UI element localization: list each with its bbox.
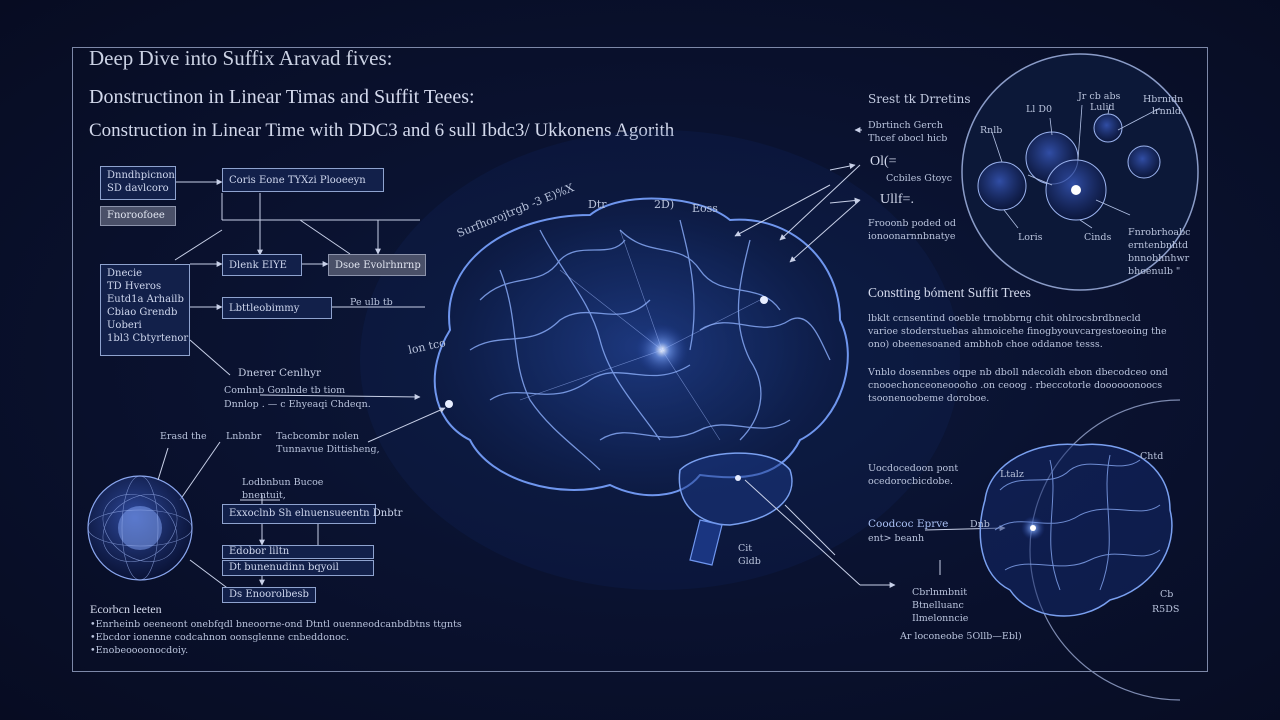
right-mid-p2-2: cnooechonceoneoooho .on ceoog . rbeccoto… (868, 380, 1163, 391)
left-sphere (87, 447, 193, 581)
flow-box-c-line-5: Uoberi (107, 320, 142, 331)
brain-label-eoss: Eoss (692, 202, 718, 215)
footer-item-3: Enobeoooonocdoiy. (90, 644, 188, 657)
right-low-l2-b: ent> beanh (868, 533, 925, 544)
circle-label-8: Cinds (1084, 232, 1112, 243)
footer-heading: Ecorbcn leeten (90, 602, 162, 616)
right-lower-brain (979, 399, 1181, 701)
flow-box-c-line-6: 1bl3 Cbtyrtenor (107, 333, 189, 344)
suffix-tree-circle (961, 53, 1199, 291)
flow-box-d: Dlenk EIYE (222, 254, 302, 276)
right-side-note-4: bhoenulb " (1128, 266, 1181, 277)
right-low-small-3: Chtd (1140, 451, 1164, 462)
right-mid-p1-2: varioe stoderstuebas ahmoicehe finogbyou… (868, 326, 1167, 337)
circle-label-6: Rnlb (980, 125, 1003, 136)
right-mid-p1-3: ono) obeenesoaned ambhob choe oddanoe te… (868, 339, 1103, 350)
flow-box-j: Ds Enoorolbesb (222, 587, 316, 603)
right-top-l4-b: ionoonarnnbnatye (868, 231, 956, 242)
brain-label-ctxt-2: Gldb (738, 556, 761, 567)
right-side-note-1: Fnrobrhoabc (1128, 227, 1191, 238)
title-line-3: Construction in Linear Time with DDC3 an… (89, 120, 675, 141)
right-side-note-3: bnnobhnhwr (1128, 253, 1190, 264)
circle-label-4: lrnnld (1152, 106, 1181, 117)
flow-box-c: Dnecie TD Hveros Eutd1a Arhailb Cbiao Gr… (100, 264, 190, 356)
brain-illustration (360, 130, 960, 590)
flow-sub-body-2: Dnnlop . — c Ehyeaqi Chdeqn. (224, 399, 371, 410)
lower-label-a: Erasd the (160, 431, 207, 442)
flow-box-h: Edobor liltn (222, 545, 374, 559)
right-mid-heading: Constting bóment Suffit Trees (868, 285, 1031, 300)
right-top-l3: Ullf=. (880, 192, 914, 207)
right-low-l1-b: ocedorocbicdobe. (868, 476, 954, 487)
flow-box-a-line-2: SD davlcoro (107, 183, 169, 194)
title-line-2: Donstructinon in Linear Timas and Suffit… (89, 86, 475, 108)
flow-box-c-line-4: Cbiao Grendb (107, 307, 178, 318)
right-mid-p1-1: lbklt ccnsentind ooeble trnobbrng chit o… (868, 313, 1141, 324)
right-mid-p2-3: tsoonenoobeme doroboe. (868, 393, 990, 404)
flow-box-b: Coris Eone TYXzi Plooeeyn (222, 168, 384, 192)
right-top-l2-a: Ol(= (870, 154, 897, 169)
right-low-small-5: R5DS (1152, 604, 1180, 615)
right-low-l3-a: Cbrlnmbnit (912, 587, 968, 598)
lower-label-d-1: Lodbnbun Bucoe (242, 477, 324, 488)
flow-box-a-line-1: Dnndhpicnon (107, 170, 175, 181)
flow-box-e: Dsoe Evolrhnrnp (328, 254, 426, 276)
flow-label-f: Pe ulb tb (350, 297, 393, 308)
flow-box-i: Dt bunenudinn bqyoil (222, 560, 374, 576)
lower-label-c-1: Tacbcombr nolen (276, 431, 359, 442)
footer-item-1: Enrheinb oeeneont onebfqdl bneoorne-ond … (90, 618, 462, 631)
flow-box-a: Dnndhpicnon SD davlcoro (100, 166, 176, 200)
flow-box-f: Lbttleobimmy (222, 297, 332, 319)
right-top-l4-a: Frooonb poded od (868, 218, 956, 229)
right-low-small-1: Dnb (970, 519, 990, 530)
lower-label-c-2: Tunnavue Dittisheng, (276, 444, 380, 455)
right-top-l1-b: Thcef obocl hicb (868, 133, 948, 144)
right-top-l2-b: Ccbiles Gtoyc (886, 173, 953, 184)
flow-sub-body-1: Comhnb Gonlnde tb tiom (224, 385, 346, 396)
right-low-l1-a: Uocdocedoon pont (868, 463, 959, 474)
flow-box-g: Exxoclnb Sh elnuensueentn Dnbtr (222, 504, 402, 524)
flow-box-c-line-3: Eutd1a Arhailb (107, 294, 184, 305)
right-mid-p2-1: Vnblo dosennbes oqpe nb dboll ndecoldh e… (868, 367, 1168, 378)
brain-label-ctxt-1: Cit (738, 543, 753, 554)
right-low-l3-b: Btnelluanc (912, 600, 964, 611)
right-top-heading: Srest tk Drretins (868, 92, 971, 106)
flow-box-a-gray: Fnoroofoee (100, 206, 176, 226)
circle-label-5: Lulid (1090, 102, 1115, 113)
lower-label-d-2: bnentuit, (242, 490, 286, 501)
circle-label-1: Ll D0 (1026, 104, 1053, 115)
right-low-l4: Ar loconeobe 5Ollb—Ebl) (900, 631, 1022, 642)
right-low-l2-a: Coodcoc Eprve (868, 518, 949, 530)
title-line-1: Deep Dive into Suffix Aravad fives: (89, 46, 393, 70)
right-low-small-2: Ltalz (1000, 469, 1024, 480)
flow-box-c-line-2: TD Hveros (107, 281, 162, 292)
circle-label-3: Hbrnidn (1143, 94, 1184, 105)
flow-sub-title: Dnerer Cenlhyr (238, 367, 322, 379)
right-low-small-4: Cb (1160, 589, 1174, 600)
circle-label-7: Loris (1018, 232, 1043, 243)
footer-item-2: Ebcdor ionenne codcahnon oonsglenne cnbe… (90, 631, 350, 644)
right-low-l3-c: Ilmelonncie (912, 613, 969, 624)
circle-label-2: Jr cb abs (1078, 91, 1121, 102)
brain-label-dtr: Dtr (588, 198, 607, 211)
right-side-note-2: erntenbnhtd (1128, 240, 1189, 251)
right-top-l1-a: Dbrtinch Gerch (868, 120, 943, 131)
lower-label-b: Lnbnbr (226, 431, 262, 442)
brain-label-2d: 2D) (654, 198, 675, 211)
diagram-frame (72, 47, 1208, 672)
flow-box-c-line-1: Dnecie (107, 268, 143, 279)
